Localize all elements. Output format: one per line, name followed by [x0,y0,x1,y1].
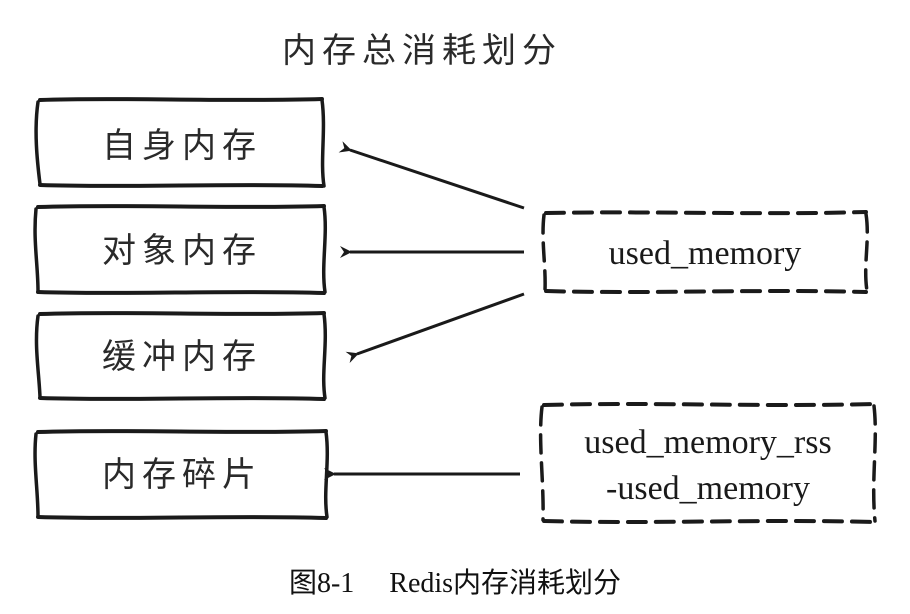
figure-caption-text: Redis内存消耗划分 [389,567,621,599]
source-label-rss-line1: used_memory_rss [584,424,831,461]
box-label-object-memory: 对象内存 [102,231,262,271]
box-label-self-memory: 自身内存 [102,126,262,166]
source-box-rss-minus-used: used_memory_rss -used_memory [538,402,878,524]
arrow-used-memory-to-self-memory [338,141,525,210]
box-self-memory: 自身内存 [34,97,326,188]
box-memory-fragmentation: 内存碎片 [33,429,330,520]
source-box-used-memory: used_memory [541,210,870,294]
source-label-used-memory: used_memory [609,235,802,272]
box-buffer-memory: 缓冲内存 [34,311,328,401]
figure-caption: 图8-1 Redis内存消耗划分 [289,567,621,599]
arrow-used-memory-to-buffer-memory [345,292,525,364]
box-label-memory-fragmentation: 内存碎片 [102,455,262,495]
box-object-memory: 对象内存 [33,204,328,295]
figure-number: 图8-1 [289,568,354,599]
diagram-title: 内存总消耗划分 [282,31,562,71]
box-label-buffer-memory: 缓冲内存 [102,337,262,377]
source-label-rss-line2: -used_memory [606,470,810,507]
